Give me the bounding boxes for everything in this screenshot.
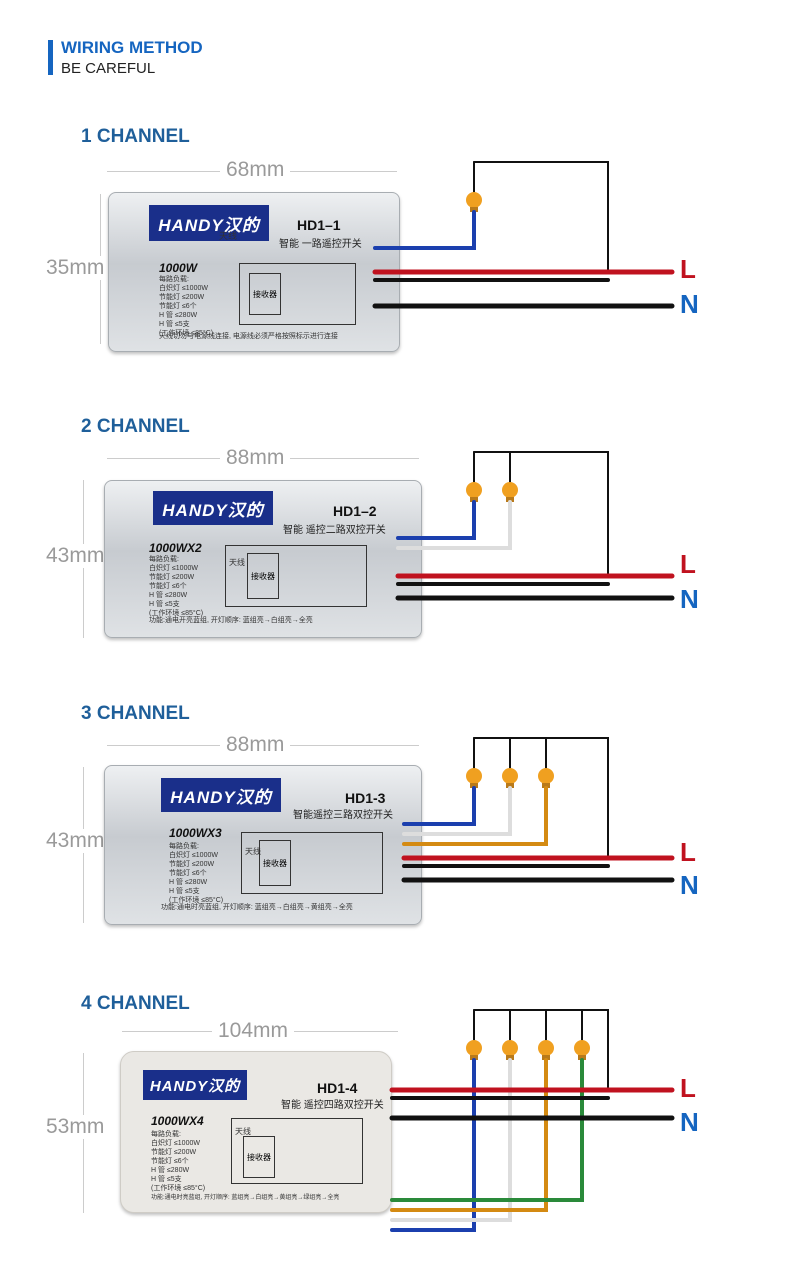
live-label: L bbox=[680, 837, 696, 867]
bulb-icon bbox=[502, 482, 518, 502]
width-dimension: 88mm bbox=[220, 446, 291, 470]
page-title: WIRING METHOD bbox=[61, 38, 203, 57]
header-accent-bar bbox=[48, 40, 53, 75]
power-rating: 1000W bbox=[159, 261, 198, 275]
wiring-schematic bbox=[239, 263, 356, 325]
power-rating: 1000WX2 bbox=[149, 541, 202, 555]
neutral-label: N bbox=[680, 584, 699, 614]
antenna-label: 天线 bbox=[245, 847, 261, 856]
bus-wire bbox=[473, 1009, 609, 1091]
model-number: HD1–1 bbox=[297, 217, 341, 233]
neutral-label: N bbox=[680, 289, 699, 319]
lamp-return-wire bbox=[396, 500, 476, 540]
lamp-return-wire bbox=[402, 786, 476, 826]
height-dimension: 35mm bbox=[46, 256, 105, 280]
wiring-schematic bbox=[231, 1118, 363, 1184]
bus-wire bbox=[473, 451, 609, 577]
section-title: 3 CHANNEL bbox=[81, 703, 190, 724]
lamp-return-wire bbox=[390, 1058, 548, 1212]
receiver-block: 接收器 bbox=[243, 1136, 275, 1178]
width-dimension: 68mm bbox=[220, 158, 291, 182]
lamp-return-wire bbox=[402, 786, 548, 846]
receiver-block: 接收器 bbox=[259, 840, 291, 886]
wiring-schematic bbox=[241, 832, 383, 894]
lamp-return-wire bbox=[390, 1058, 512, 1222]
model-description: 智能 遥控四路双控开关 bbox=[281, 1100, 384, 1111]
switch-module: HANDY汉的 HD1-4 智能 遥控四路双控开关 1000WX4 每路负载:白… bbox=[120, 1051, 392, 1213]
section-1-channel: 1 CHANNEL 68mm 35mm HANDY汉的 HD1–1 智能 一路遥… bbox=[0, 126, 790, 416]
footnote: 功能:通电时亮蓝组, 开灯顺序: 蓝组亮→白组亮→黄组亮→绿组亮→全亮 bbox=[151, 1195, 340, 1201]
live-label: L bbox=[680, 254, 696, 284]
width-dimension: 88mm bbox=[220, 733, 291, 757]
model-description: 智能遥控三路双控开关 bbox=[293, 810, 393, 821]
height-dimension: 43mm bbox=[46, 829, 105, 853]
height-dimension: 53mm bbox=[46, 1115, 105, 1139]
section-4-channel: 4 CHANNEL 104mm 53mm HANDY汉的 HD1-4 智能 遥控… bbox=[0, 993, 790, 1283]
model-number: HD1-3 bbox=[345, 790, 386, 806]
section-title: 2 CHANNEL bbox=[81, 416, 190, 437]
live-label: L bbox=[680, 549, 696, 579]
bulb-icon bbox=[502, 768, 518, 788]
antenna-label: 天线 bbox=[229, 558, 245, 567]
brand-logo: HANDY汉的 bbox=[161, 778, 281, 812]
antenna-label: 天线 bbox=[219, 231, 238, 241]
wiring-schematic bbox=[225, 545, 367, 607]
lamp-return-wire bbox=[373, 210, 476, 250]
power-rating: 1000WX3 bbox=[169, 826, 222, 840]
footnote: 功能:通电开亮蓝组, 开灯顺序: 蓝组亮→白组亮→全亮 bbox=[149, 617, 313, 624]
page-subtitle: BE CAREFUL bbox=[61, 60, 156, 77]
power-rating: 1000WX4 bbox=[151, 1114, 204, 1128]
bulb-icon bbox=[502, 1040, 518, 1060]
lamp-return-wire bbox=[390, 1058, 476, 1232]
bulb-icon bbox=[574, 1040, 590, 1060]
live-label: L bbox=[680, 1073, 696, 1103]
footnote: 天线切勿与电源线连接, 电源线必须严格按照标示进行连接 bbox=[159, 333, 338, 340]
model-number: HD1–2 bbox=[333, 503, 377, 519]
bus-wire bbox=[473, 161, 609, 273]
width-dimension: 104mm bbox=[212, 1019, 295, 1043]
bus-wire bbox=[473, 737, 609, 859]
neutral-label: N bbox=[680, 1107, 699, 1137]
section-title: 1 CHANNEL bbox=[81, 126, 190, 147]
switch-module: HANDY汉的 HD1–2 智能 遥控二路双控开关 1000WX2 每路负载:白… bbox=[104, 480, 422, 638]
lamp-return-wire bbox=[402, 786, 512, 836]
model-description: 智能 遥控二路双控开关 bbox=[283, 525, 386, 536]
brand-logo: HANDY汉的 bbox=[149, 205, 269, 241]
brand-logo: HANDY汉的 bbox=[143, 1070, 247, 1100]
neutral-label: N bbox=[680, 870, 699, 900]
lamp-return-wire bbox=[390, 1058, 584, 1202]
antenna-label: 天线 bbox=[235, 1127, 251, 1136]
receiver-block: 接收器 bbox=[247, 553, 279, 599]
bulb-icon bbox=[538, 768, 554, 788]
bulb-icon bbox=[466, 192, 482, 212]
section-title: 4 CHANNEL bbox=[81, 993, 190, 1014]
section-3-channel: 3 CHANNEL 88mm 43mm HANDY汉的 HD1-3 智能遥控三路… bbox=[0, 703, 790, 993]
footnote: 功能:通电时亮蓝组, 开灯顺序: 蓝组亮→白组亮→黄组亮→全亮 bbox=[161, 904, 353, 911]
brand-logo: HANDY汉的 bbox=[153, 491, 273, 525]
bulb-icon bbox=[466, 482, 482, 502]
height-dimension: 43mm bbox=[46, 544, 105, 568]
model-number: HD1-4 bbox=[317, 1080, 358, 1096]
bulb-icon bbox=[538, 1040, 554, 1060]
bulb-icon bbox=[466, 1040, 482, 1060]
bulb-icon bbox=[466, 768, 482, 788]
switch-module: HANDY汉的 HD1–1 智能 一路遥控开关 1000W 每路负载:白炽灯 ≤… bbox=[108, 192, 400, 352]
model-description: 智能 一路遥控开关 bbox=[279, 239, 362, 250]
section-2-channel: 2 CHANNEL 88mm 43mm HANDY汉的 HD1–2 智能 遥控二… bbox=[0, 416, 790, 706]
lamp-return-wire bbox=[396, 500, 512, 550]
receiver-block: 接收器 bbox=[249, 273, 281, 315]
switch-module: HANDY汉的 HD1-3 智能遥控三路双控开关 1000WX3 每路负载:白炽… bbox=[104, 765, 422, 925]
